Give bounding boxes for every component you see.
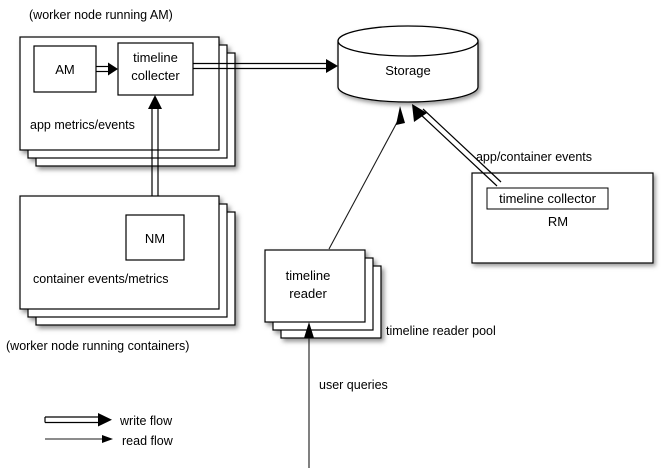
worker-node-containers-label: (worker node running containers) [6,339,189,353]
arrow-am-to-collecter [96,62,118,76]
legend-read-flow-arrow [45,435,113,443]
timeline-collecter-label-line2: collecter [131,68,180,83]
timeline-reader-pool-group [264,249,382,339]
rm-timeline-collector-label: timeline collector [499,191,596,206]
arrow-collecter-to-storage [193,59,338,73]
storage-cylinder-body [337,40,479,103]
timeline-collecter-label-line1: timeline [133,50,178,65]
app-container-events-label: app/container events [476,150,592,164]
storage-cylinder-group[interactable] [337,25,479,103]
timeline-reader-pool-label: timeline reader pool [386,324,496,338]
arrow-user-queries-to-reader [304,322,314,468]
nm-label: NM [145,231,165,246]
timeline-collecter-box[interactable] [117,42,194,96]
container-events-metrics-label: container events/metrics [33,272,168,286]
storage-label: Storage [385,63,431,78]
nm-box[interactable] [125,214,185,261]
worker-node-containers-group [19,195,236,326]
timeline-reader-label-line1: timeline [286,268,331,283]
worker-node-am-group [19,36,236,167]
storage-cylinder-top [337,25,479,57]
am-label: AM [55,62,75,77]
timeline-reader-label-line2: reader [289,286,327,301]
timeline-reader-stack-cards [264,249,382,339]
legend-read-flow-label: read flow [122,434,174,448]
rm-timeline-collector-box[interactable] [486,187,609,210]
legend-group [44,413,113,443]
timeline-reader-card-front[interactable] [264,249,366,323]
legend-write-flow-arrow [44,413,112,427]
worker-node-am-label: (worker node running AM) [29,8,173,22]
legend-write-flow-label: write flow [119,414,173,428]
worker-node-containers-card-front [19,195,220,310]
am-box[interactable] [33,45,97,93]
user-queries-label: user queries [319,378,388,392]
app-metrics-events-label: app metrics/events [30,118,135,132]
rm-label: RM [548,214,568,229]
arrow-rm-collector-to-storage [412,104,502,187]
arrow-reader-to-storage [328,106,405,250]
